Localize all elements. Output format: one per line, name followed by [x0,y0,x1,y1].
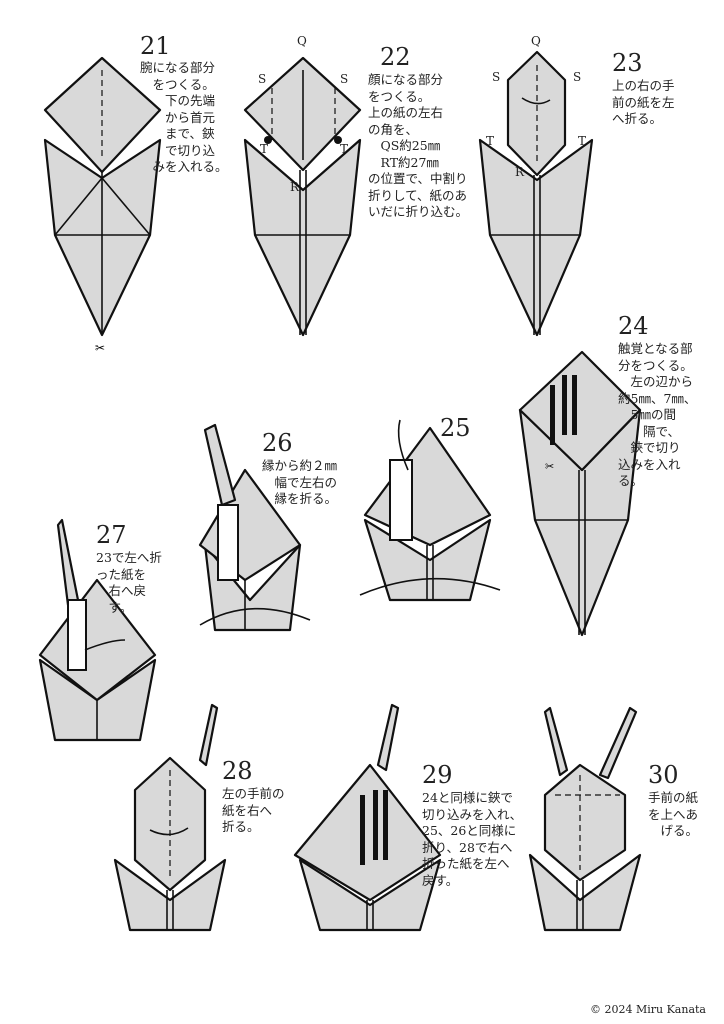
point-label-t-left-23: T [486,134,495,148]
point-label-s-right-23: S [573,70,582,84]
point-label-r: R [290,180,300,194]
figure-step-23 [478,50,594,337]
scissors-icon: ✂ [545,460,554,473]
point-label-t-right: T [340,142,349,156]
point-label-t-left: T [260,142,269,156]
figure-step-25 [359,419,501,602]
step-text-24: 触覚となる部 分をつくる。 左の辺から 約5㎜、7㎜、 5㎜の間 隔で、 鋏で切… [618,341,697,488]
step-number-29: 29 [422,761,453,789]
point-label-t-right-23: T [578,134,587,148]
step-text-23: 上の右の手 前の紙を左 へ折る。 [612,78,675,126]
copyright: © 2024 Miru Kanata [589,1003,706,1016]
figure-step-30 [528,706,642,932]
step-text-28: 左の手前の 紙を右へ 折る。 [222,786,285,834]
figure-step-28 [113,703,227,932]
step-number-27: 27 [96,521,127,549]
step-number-25: 25 [440,414,471,442]
step-text-27: 23で左へ折 った紙を 右へ戻 す。 [96,550,162,615]
step-text-29: 24と同様に鋏で 切り込みを入れ、 25、26と同様に 折り、28で右へ 折った… [422,790,523,888]
point-label-r-23: R [515,165,525,179]
step-number-30: 30 [648,761,679,789]
figure-step-26 [198,423,311,632]
step-text-26: 縁から約２㎜ 幅で左右の 縁を折る。 [262,458,338,506]
point-label-s-left-23: S [492,70,501,84]
step-number-24: 24 [618,312,649,340]
point-label-q-23: Q [531,34,541,48]
figure-step-22 [243,56,362,337]
step-text-21: 腕になる部分 をつくる。 下の先端 から首元 まで、鋏 で切り込 みを入れる。 [140,60,228,174]
step-text-30: 手前の紙 を上へあ げる。 [648,790,699,838]
step-number-28: 28 [222,757,253,785]
figure-step-21: ✂ [43,56,162,355]
step-number-26: 26 [262,429,293,457]
figure-step-27 [38,518,157,742]
step-number-21: 21 [140,32,171,60]
step-number-22: 22 [380,43,411,71]
point-label-q: Q [297,34,307,48]
point-label-s-left: S [258,72,267,86]
step-number-23: 23 [612,49,643,77]
scissors-icon: ✂ [95,341,105,355]
point-label-s-right: S [340,72,349,86]
figure-step-24: ✂ [518,350,642,637]
step-text-22: 顔になる部分 をつくる。 上の紙の左右 の角を、 QS約25㎜ RT約27㎜ の… [368,72,469,219]
figure-step-29 [293,703,442,932]
